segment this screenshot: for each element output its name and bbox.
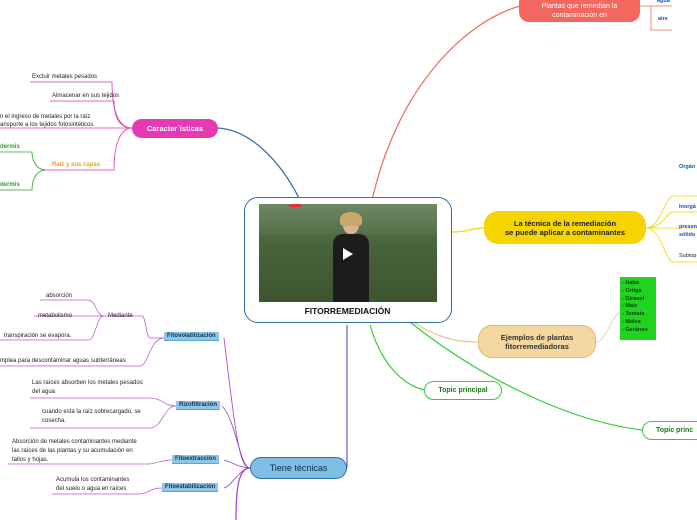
caracteristicas-node[interactable]: Caracter´ísticas — [132, 119, 218, 138]
metabolismo-label: metabolismo — [38, 313, 73, 319]
contamination-label: Plantas que remedian la contaminación en — [541, 3, 618, 19]
central-node[interactable]: FITORREMEDIACIÓN — [244, 197, 452, 323]
dermis-item-1: dermis — [0, 144, 20, 150]
plant-item: - Girasol — [622, 295, 645, 302]
contamination-node[interactable]: Plantas que remedian la contaminación en — [519, 0, 640, 22]
plant-item: - Nabo — [622, 280, 640, 286]
plant-item: - Maíz — [622, 303, 638, 310]
presenter-figure — [331, 212, 371, 302]
fitovolatilizacion-tag[interactable]: Fitovolatilización — [164, 332, 219, 341]
plant-item: - Tomate — [622, 311, 645, 318]
fitoext-text-3: tallos y hojas. — [12, 457, 49, 463]
plant-item: - Geráneo — [622, 326, 648, 333]
tecnica-label-2: se puede aplicar a contaminantes — [504, 227, 626, 237]
rizo-text-4: cosecha. — [42, 418, 67, 424]
video-thumbnail[interactable] — [259, 204, 437, 302]
ejemplos-label-2: fitorremediadoras — [505, 341, 569, 351]
fitoest-text-1: Acumula los contaminantes — [56, 477, 130, 483]
almacenar-item: Almacenar en sus tejidos — [52, 93, 120, 99]
transpiracion-label: transpiración se evapora. — [4, 333, 72, 339]
mediante-label: Mediante — [108, 313, 133, 319]
raiz-capas-item: Raíz y sus capas — [52, 162, 101, 168]
fitoextraccion-tag[interactable]: Fitoextracción — [172, 455, 220, 464]
subtop-item: Subtop — [679, 253, 697, 259]
play-icon[interactable] — [339, 246, 355, 262]
ejemplos-label-1: Ejemplos de plantas — [500, 332, 574, 342]
topic-principal-node-2[interactable]: Topic princ — [642, 421, 697, 440]
fitoestabilizacion-tag[interactable]: Fitoestabilización — [162, 483, 219, 492]
dermis-item-2: dermis — [0, 182, 20, 188]
aire-label: aire — [658, 16, 668, 22]
fitoext-text-2: las raíces de las plantas y su acumulaci… — [12, 448, 133, 454]
rizo-text-3: cuando esta la raíz sobrecargado, se — [42, 409, 141, 415]
fitoext-text-1: Absorción de metales contaminantes media… — [12, 439, 137, 445]
central-title: FITORREMEDIACIÓN — [304, 306, 391, 316]
descontaminar-label: mplea para descontaminar aguas subterrán… — [0, 358, 126, 364]
tecnica-node[interactable]: La técnica de la remediación se puede ap… — [484, 211, 646, 244]
video-red-mark — [289, 204, 301, 207]
plants-list-box[interactable]: - Nabo - Ortiga - Girasol - Maíz - Tomat… — [620, 277, 656, 340]
plant-item: - Ortiga — [622, 287, 642, 294]
tiene-tecnicas-node[interactable]: Tiene técnicas — [250, 457, 347, 479]
tiene-tecnicas-label: Tiene técnicas — [269, 463, 328, 473]
topic-principal-label-1: Topic principal — [438, 387, 488, 394]
presentes-item: presen — [679, 224, 697, 230]
excluir-item: Excluir metales pesados — [32, 74, 98, 80]
solido-item: sólido — [679, 232, 696, 238]
absorcion-label: absorción — [46, 293, 73, 299]
agua-label: agua — [657, 0, 670, 4]
plant-item: - Malva — [622, 318, 641, 325]
rizofiltracion-tag[interactable]: Rizofiltración — [176, 401, 221, 410]
ingreso-item: n el ingreso de metales por la raíz — [0, 114, 91, 120]
topic-principal-label-2: Topic princ — [656, 427, 694, 434]
transporte-item: ansporte a los tejidos fotosintéticos. — [0, 122, 96, 128]
rizo-text-2: del agua — [32, 389, 56, 395]
tecnica-label-1: La técnica de la remediación — [513, 218, 617, 228]
inorganicos-item: Inorgá — [679, 204, 696, 210]
caracteristicas-label: Caracter´ísticas — [146, 124, 204, 133]
topic-principal-node-1[interactable]: Topic principal — [424, 381, 502, 400]
ejemplos-node[interactable]: Ejemplos de plantas fitorremediadoras — [478, 325, 596, 358]
organicos-item: Orgán — [679, 164, 696, 170]
fitoest-text-2: del suelo o agua en raíces — [56, 486, 127, 492]
rizo-text-1: Las raíces absorben los metales pesados — [32, 380, 143, 386]
